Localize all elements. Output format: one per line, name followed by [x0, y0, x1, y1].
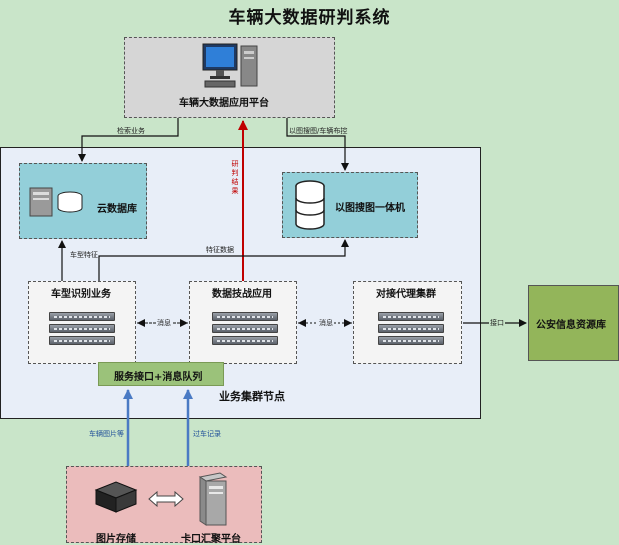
search-control-connector — [286, 118, 349, 171]
edge-label-message-1: 消息 — [156, 318, 172, 328]
server-icon — [212, 336, 278, 345]
checkpoint-platform-label: 卡口汇聚平台 — [181, 534, 241, 545]
server-icon — [378, 336, 444, 345]
service-interface-node[interactable]: 服务接口+消息队列 — [98, 362, 224, 386]
public-security-db-label: 公安信息资源库 — [536, 320, 606, 331]
data-tactics-label: 数据技战应用 — [212, 289, 272, 300]
public-security-db-node[interactable]: 公安信息资源库 — [528, 285, 619, 361]
image-search-label: 以图搜图一体机 — [335, 203, 405, 214]
cloud-database-icon — [29, 187, 83, 217]
image-storage-label: 图片存储 — [96, 534, 136, 545]
server-icon — [378, 312, 444, 321]
server-icon — [212, 324, 278, 333]
bidirectional-arrow-icon — [148, 491, 184, 507]
platform-label: 车辆大数据应用平台 — [179, 98, 269, 109]
page-title: 车辆大数据研判系统 — [228, 8, 391, 28]
database-icon — [295, 180, 325, 230]
cloud-database-label: 云数据库 — [97, 204, 137, 215]
edge-label-passing-records: 过车记录 — [193, 430, 221, 438]
edge-label-feature-data: 特征数据 — [206, 246, 234, 254]
server-icon — [49, 336, 115, 345]
vehicle-recognition-node[interactable]: 车型识别业务 — [28, 281, 136, 364]
server-icon — [49, 324, 115, 333]
proxy-cluster-label: 对接代理集群 — [376, 289, 436, 300]
edge-label-vehicle-images: 车辆图片等 — [89, 430, 124, 438]
platform-node[interactable]: 车辆大数据应用平台 — [124, 37, 335, 118]
edge-label-vehicle-feature: 车型特征 — [70, 251, 98, 259]
image-search-node[interactable]: 以图搜图一体机 — [282, 172, 418, 238]
server-tower-icon — [198, 472, 228, 526]
cluster-label: 业务集群节点 — [219, 390, 285, 403]
service-interface-label: 服务接口+消息队列 — [114, 372, 203, 383]
server-icon — [49, 312, 115, 321]
cloud-database-node[interactable]: 云数据库 — [19, 163, 147, 239]
proxy-cluster-node[interactable]: 对接代理集群 — [353, 281, 462, 364]
feature-data-connector — [98, 239, 349, 281]
server-icon — [378, 324, 444, 333]
desktop-computer-icon — [202, 43, 258, 88]
storage-device-icon — [94, 481, 138, 513]
retrieval-connector — [78, 118, 179, 162]
server-icon — [212, 312, 278, 321]
data-tactics-node[interactable]: 数据技战应用 — [189, 281, 297, 364]
edge-label-message-2: 消息 — [318, 318, 334, 328]
edge-label-retrieval: 检索业务 — [117, 127, 145, 135]
vehicle-recognition-label: 车型识别业务 — [51, 289, 111, 300]
edge-label-interface: 接口 — [489, 318, 505, 328]
edge-label-result: 研判结果 — [231, 160, 239, 195]
edge-label-search-control: 以图搜图/车辆布控 — [289, 127, 348, 135]
